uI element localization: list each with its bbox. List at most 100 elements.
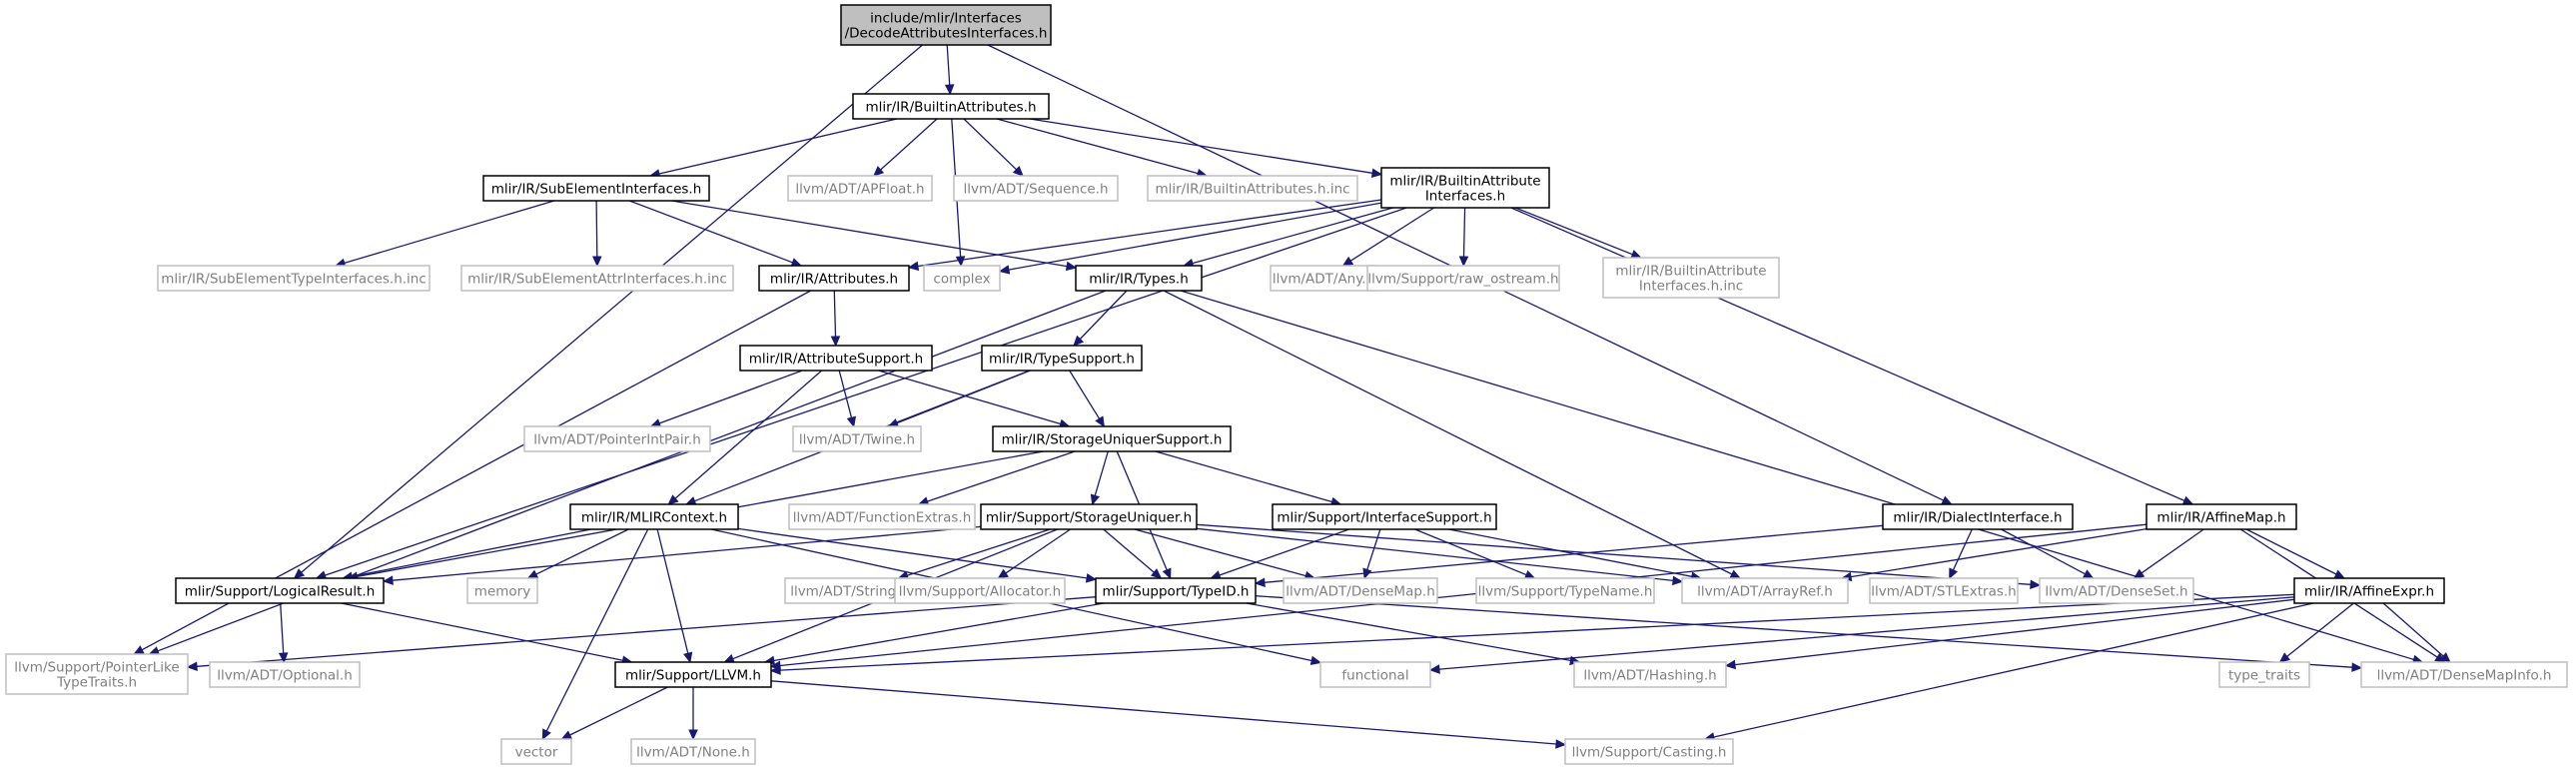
node-ifacesupport[interactable]: mlir/Support/InterfaceSupport.h	[1272, 503, 1497, 530]
node-root[interactable]: include/mlir/Interfaces/DecodeAttributes…	[840, 4, 1052, 46]
node-functional[interactable]: functional	[1319, 661, 1431, 688]
node-mlircontext[interactable]: mlir/IR/MLIRContext.h	[569, 503, 739, 530]
edge-llvmh-to-none	[688, 687, 698, 741]
node-denseset[interactable]: llvm/ADT/DenseSet.h	[2039, 577, 2194, 604]
node-label: llvm/ADT/STLExtras.h	[1871, 584, 2016, 600]
edge-baifaces-to-baifacesinc	[1514, 207, 1642, 259]
node-densemap[interactable]: llvm/ADT/DenseMap.h	[1283, 577, 1438, 604]
node-subelattrinc[interactable]: mlir/IR/SubElementAttrInterfaces.h.inc	[460, 265, 734, 292]
node-complex[interactable]: complex	[923, 265, 1001, 292]
edge-baifaces-to-types	[1183, 207, 1393, 269]
edge-root-to-logicalresult	[293, 44, 923, 579]
node-box	[482, 175, 710, 202]
edge-baifaces-to-any	[1341, 207, 1434, 267]
node-label: llvm/Support/TypeName.h	[1478, 584, 1653, 600]
node-apfloat[interactable]: llvm/ADT/APFloat.h	[787, 175, 933, 202]
node-label: /DecodeAttributesInterfaces.h	[845, 26, 1048, 42]
edge-builtinattr-to-sequence	[963, 118, 1024, 177]
node-box	[894, 577, 1066, 604]
node-label: mlir/IR/MLIRContext.h	[581, 510, 727, 526]
node-label: llvm/Support/PointerLike	[14, 660, 179, 676]
node-typename[interactable]: llvm/Support/TypeName.h	[1475, 577, 1655, 604]
node-label: mlir/IR/StorageUniquerSupport.h	[1002, 432, 1223, 448]
edge-subelem-to-subelattrinc	[592, 200, 602, 268]
node-densemapinfo[interactable]: llvm/ADT/DenseMapInfo.h	[2360, 661, 2568, 688]
node-label: llvm/ADT/DenseMapInfo.h	[2377, 668, 2552, 684]
node-box	[1681, 577, 1849, 604]
node-arrayref[interactable]: llvm/ADT/ArrayRef.h	[1681, 577, 1849, 604]
node-label: mlir/IR/AttributeSupport.h	[749, 352, 924, 368]
node-box	[792, 425, 922, 452]
node-typesupport[interactable]: mlir/IR/TypeSupport.h	[981, 345, 1143, 372]
node-box	[739, 345, 933, 372]
node-types[interactable]: mlir/IR/Types.h	[1075, 265, 1203, 292]
node-label: mlir/IR/Types.h	[1089, 272, 1189, 288]
node-none[interactable]: llvm/ADT/None.h	[630, 738, 756, 765]
node-functionextras[interactable]: llvm/ADT/FunctionExtras.h	[788, 503, 976, 530]
edge-typeid-to-hashing	[1246, 602, 1581, 666]
node-label: llvm/Support/Casting.h	[1572, 745, 1727, 761]
node-stlextras[interactable]: llvm/ADT/STLExtras.h	[1869, 577, 2019, 604]
node-hashing[interactable]: llvm/ADT/Hashing.h	[1573, 661, 1727, 688]
node-llvmh[interactable]: mlir/Support/LLVM.h	[614, 661, 772, 688]
edge-baifaces-to-rawostream	[1458, 207, 1469, 268]
node-storageuniqsupport[interactable]: mlir/IR/StorageUniquerSupport.h	[992, 425, 1232, 452]
node-builtinattr[interactable]: mlir/IR/BuiltinAttributes.h	[852, 93, 1050, 120]
node-vector[interactable]: vector	[500, 738, 572, 765]
node-affinemap[interactable]: mlir/IR/AffineMap.h	[2146, 503, 2297, 530]
node-box	[1366, 265, 1560, 292]
node-typetraits[interactable]: type_traits	[2218, 661, 2310, 688]
node-label: functional	[1341, 668, 1408, 684]
node-logicalresult[interactable]: mlir/Support/LogicalResult.h	[175, 577, 385, 604]
edge-types-to-densemapinfo	[1180, 290, 2424, 664]
node-memory[interactable]: memory	[466, 577, 538, 604]
node-pointerintpair[interactable]: llvm/ADT/PointerIntPair.h	[523, 425, 711, 452]
node-label: llvm/ADT/Optional.h	[217, 668, 353, 684]
edge-subelem-to-types	[671, 200, 1078, 272]
edge-logicalresult-to-llvmh	[341, 602, 633, 665]
node-attrsupport[interactable]: mlir/IR/AttributeSupport.h	[739, 345, 933, 372]
node-subelem[interactable]: mlir/IR/SubElementInterfaces.h	[482, 175, 710, 202]
edge-affineexpr-to-functional	[1428, 596, 2295, 674]
node-allocator[interactable]: llvm/Support/Allocator.h	[894, 577, 1066, 604]
node-any[interactable]: llvm/ADT/Any.h	[1270, 265, 1377, 292]
node-label: mlir/Support/TypeID.h	[1103, 584, 1250, 600]
node-box	[1147, 175, 1358, 202]
node-builtinattrinc[interactable]: mlir/IR/BuiltinAttributes.h.inc	[1147, 175, 1358, 202]
node-casting[interactable]: llvm/Support/Casting.h	[1564, 738, 1734, 765]
node-label: mlir/IR/BuiltinAttributes.h	[865, 100, 1036, 116]
edge-affinemap-to-denseset	[2133, 528, 2204, 579]
node-label: llvm/ADT/ArrayRef.h	[1697, 584, 1833, 600]
edge-ifacesupport-to-typeid	[1210, 528, 1349, 580]
node-twine[interactable]: llvm/ADT/Twine.h	[792, 425, 922, 452]
node-affineexpr[interactable]: mlir/IR/AffineExpr.h	[2293, 577, 2445, 604]
edge-llvmh-to-casting	[770, 680, 1567, 749]
edge-dialectiface-to-stlextras	[1949, 528, 1973, 580]
edge-storageuniquer-to-arrayref	[1196, 527, 1684, 586]
node-subeltypeinc[interactable]: mlir/IR/SubElementTypeInterfaces.h.inc	[157, 265, 430, 292]
node-box	[569, 503, 739, 530]
node-box	[500, 738, 572, 765]
node-sequence[interactable]: llvm/ADT/Sequence.h	[953, 175, 1119, 202]
edge-attrsupport-to-pointerintpair	[649, 370, 803, 428]
node-attributes[interactable]: mlir/IR/Attributes.h	[758, 265, 910, 292]
node-dialectiface[interactable]: mlir/IR/DialectInterface.h	[1882, 503, 2074, 530]
node-box	[1882, 503, 2074, 530]
node-storageuniquer[interactable]: mlir/Support/StorageUniquer.h	[980, 503, 1198, 530]
node-optional[interactable]: llvm/ADT/Optional.h	[209, 661, 361, 688]
node-label: llvm/ADT/PointerIntPair.h	[533, 432, 701, 448]
edge-types-to-typesupport	[1073, 290, 1128, 347]
edge-typeid-to-densemapinfo	[1255, 595, 2363, 672]
node-rawostream[interactable]: llvm/Support/raw_ostream.h	[1366, 265, 1560, 292]
node-label: Interfaces.h.inc	[1639, 279, 1743, 295]
node-box	[1573, 661, 1727, 688]
edge-subelem-to-attributes	[628, 200, 803, 268]
edge-storageuniquer-to-logicalresult	[382, 525, 982, 585]
node-typeid[interactable]: mlir/Support/TypeID.h	[1095, 577, 1257, 604]
node-box	[953, 175, 1119, 202]
node-label: llvm/ADT/None.h	[636, 745, 750, 761]
